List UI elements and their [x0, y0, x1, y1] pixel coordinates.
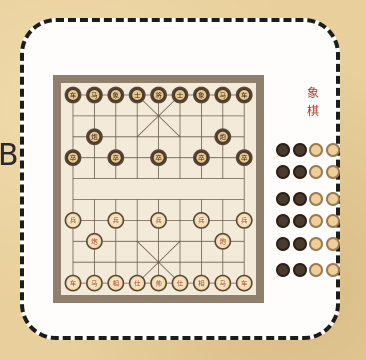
board-surface: 车马象士将士象马车炮炮卒卒卒卒卒兵兵兵兵兵炮炮车马相仕帅仕相马车	[61, 83, 256, 295]
xiangqi-board[interactable]: 车马象士将士象马车炮炮卒卒卒卒卒兵兵兵兵兵炮炮车马相仕帅仕相马车	[53, 75, 264, 303]
board-grid: 车马象士将士象马车炮炮卒卒卒卒卒兵兵兵兵兵炮炮车马相仕帅仕相马车	[61, 83, 256, 295]
piece-label: 士	[177, 90, 184, 99]
captured-piece	[326, 214, 340, 228]
board-piece[interactable]: 卒	[237, 150, 252, 165]
piece-label: 卒	[198, 153, 205, 162]
captured-piece	[293, 192, 307, 206]
captured-piece	[293, 143, 307, 157]
board-piece[interactable]: 炮	[87, 129, 102, 144]
board-piece[interactable]: 仕	[172, 276, 187, 291]
board-piece[interactable]: 象	[194, 87, 209, 102]
board-piece[interactable]: 马	[87, 87, 102, 102]
board-piece[interactable]: 车	[65, 87, 80, 102]
piece-label: 象	[113, 90, 120, 99]
captured-piece	[276, 237, 290, 251]
board-piece[interactable]: 车	[237, 276, 252, 291]
board-piece[interactable]: 炮	[215, 234, 230, 249]
piece-label: 将	[155, 90, 162, 99]
piece-label: 炮	[220, 237, 227, 246]
captured-pieces-tray	[276, 143, 352, 285]
board-piece[interactable]: 车	[237, 87, 252, 102]
game-frame: 车马象士将士象马车炮炮卒卒卒卒卒兵兵兵兵兵炮炮车马相仕帅仕相马车 象 棋	[20, 18, 340, 340]
piece-label: 卒	[113, 153, 120, 162]
captured-piece	[276, 214, 290, 228]
piece-label: 兵	[155, 216, 162, 225]
board-piece[interactable]: 马	[215, 276, 230, 291]
piece-label: 士	[134, 90, 141, 99]
board-piece[interactable]: 卒	[151, 150, 166, 165]
piece-label: 卒	[155, 153, 162, 162]
board-piece[interactable]: 士	[130, 87, 145, 102]
captured-piece	[326, 192, 340, 206]
piece-label: 炮	[91, 132, 98, 141]
captured-piece	[309, 165, 323, 179]
piece-label: 兵	[70, 216, 77, 225]
piece-label: 炮	[91, 237, 98, 246]
board-piece[interactable]: 马	[87, 276, 102, 291]
captured-piece	[293, 165, 307, 179]
board-piece[interactable]: 炮	[87, 234, 102, 249]
piece-label: 兵	[113, 216, 120, 225]
board-piece[interactable]: 兵	[151, 213, 166, 228]
captured-piece	[326, 263, 340, 277]
captured-piece	[309, 263, 323, 277]
board-piece[interactable]: 帅	[151, 276, 166, 291]
piece-label: 卒	[70, 153, 77, 162]
piece-label: 兵	[241, 216, 248, 225]
board-piece[interactable]: 炮	[215, 129, 230, 144]
board-piece[interactable]: 士	[172, 87, 187, 102]
board-piece[interactable]: 相	[108, 276, 123, 291]
board-piece[interactable]: 马	[215, 87, 230, 102]
board-piece[interactable]: 象	[108, 87, 123, 102]
piece-label: 车	[70, 278, 77, 287]
piece-label: 马	[91, 91, 98, 99]
board-piece[interactable]: 相	[194, 276, 209, 291]
piece-label: 卒	[241, 153, 248, 162]
board-piece[interactable]: 兵	[194, 213, 209, 228]
board-piece[interactable]: 车	[65, 276, 80, 291]
piece-label: 兵	[198, 216, 205, 225]
board-piece[interactable]: 卒	[65, 150, 80, 165]
side-title-char-2: 棋	[303, 102, 323, 120]
captured-piece	[276, 165, 290, 179]
piece-label: 相	[198, 278, 205, 287]
board-piece[interactable]: 卒	[194, 150, 209, 165]
piece-label: 相	[113, 278, 120, 287]
piece-label: 象	[198, 90, 205, 99]
captured-piece	[309, 192, 323, 206]
piece-label: 马	[91, 279, 98, 287]
board-piece[interactable]: 兵	[237, 213, 252, 228]
piece-label: 仕	[177, 278, 184, 287]
piece-label: 马	[220, 91, 227, 99]
captured-piece	[276, 192, 290, 206]
board-piece[interactable]: 将	[151, 87, 166, 102]
board-piece[interactable]: 兵	[108, 213, 123, 228]
captured-piece	[293, 263, 307, 277]
side-title: 象 棋	[303, 84, 323, 120]
piece-label: 车	[241, 278, 248, 287]
board-piece[interactable]: 兵	[65, 213, 80, 228]
piece-label: 车	[241, 90, 248, 99]
captured-piece	[326, 143, 340, 157]
board-piece[interactable]: 卒	[108, 150, 123, 165]
captured-piece	[276, 143, 290, 157]
captured-piece	[326, 165, 340, 179]
piece-label: 马	[220, 279, 227, 287]
captured-piece	[309, 237, 323, 251]
piece-label: 炮	[220, 132, 227, 141]
board-piece[interactable]: 仕	[130, 276, 145, 291]
piece-label: 仕	[134, 278, 141, 287]
captured-piece	[309, 143, 323, 157]
piece-label: 车	[70, 90, 77, 99]
captured-piece	[293, 214, 307, 228]
captured-piece	[276, 263, 290, 277]
captured-piece	[309, 214, 323, 228]
side-title-char-1: 象	[303, 84, 323, 102]
captured-piece	[326, 237, 340, 251]
captured-piece	[293, 237, 307, 251]
piece-label: 帅	[155, 278, 162, 287]
